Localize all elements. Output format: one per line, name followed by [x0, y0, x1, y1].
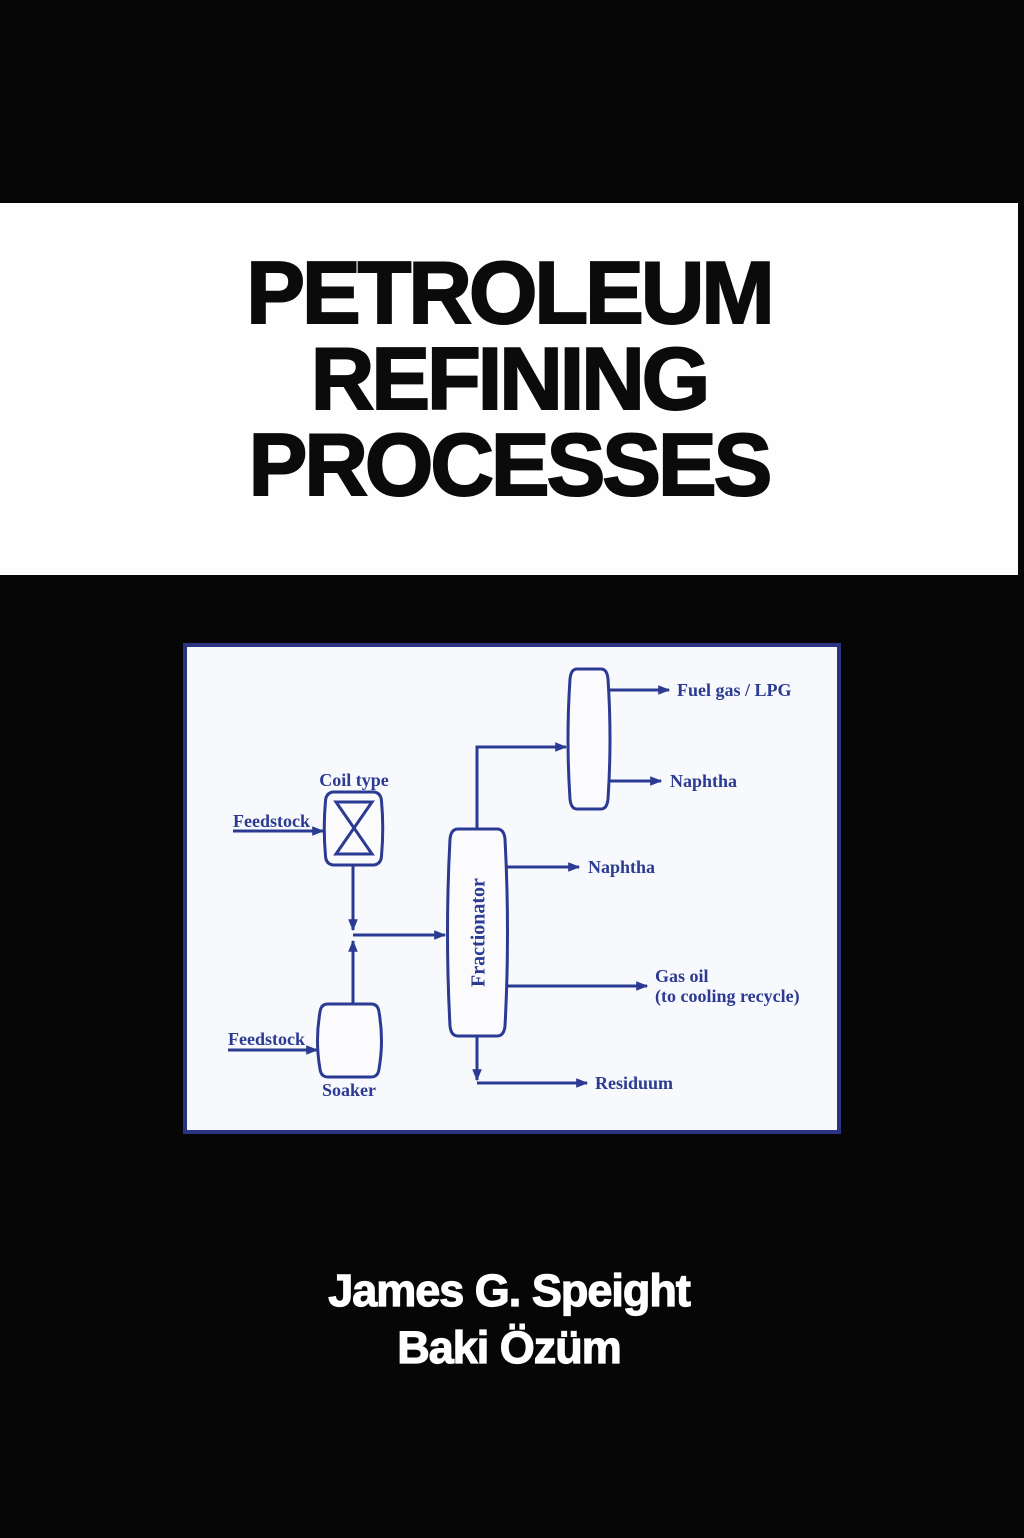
soaker-vessel [316, 1002, 383, 1079]
gas-oil-note-label: (to cooling recycle) [655, 986, 800, 1007]
book-title: PETROLEUM REFINING PROCESSES [0, 203, 1018, 514]
residuum-label: Residuum [595, 1073, 673, 1093]
overhead-pipe-arrow [475, 742, 568, 829]
author-2: Baki Özüm [397, 1321, 623, 1373]
hourglass-icon [333, 800, 375, 856]
title-line-1: PETROLEUM [245, 243, 775, 342]
title-band: PETROLEUM REFINING PROCESSES [0, 203, 1018, 575]
title-line-2: REFINING [310, 329, 711, 428]
feedstock-top-label: Feedstock [233, 811, 310, 831]
author-names: James G. Speight Baki Özüm [0, 1262, 1018, 1376]
coil-type-label: Coil type [319, 770, 389, 790]
separator-vessel [566, 667, 612, 811]
process-diagram-panel: Coil type Feedstock Soaker Feedstock Fra… [183, 643, 841, 1134]
fuel-gas-label: Fuel gas / LPG [677, 680, 792, 700]
feedstock-bottom-label: Feedstock [228, 1029, 305, 1049]
fractionator-label: Fractionator [468, 878, 490, 987]
naphtha-top-label: Naphtha [670, 771, 737, 791]
soaker-label: Soaker [322, 1080, 376, 1100]
panel-border [183, 643, 841, 1134]
fractionator-vessel [446, 827, 509, 1038]
process-flow-diagram: Coil type Feedstock Soaker Feedstock Fra… [183, 643, 841, 1134]
gas-oil-label: Gas oil [655, 966, 709, 986]
title-line-3: PROCESSES [248, 415, 774, 514]
naphtha-side-label: Naphtha [588, 857, 655, 877]
author-1: James G. Speight [328, 1264, 692, 1316]
